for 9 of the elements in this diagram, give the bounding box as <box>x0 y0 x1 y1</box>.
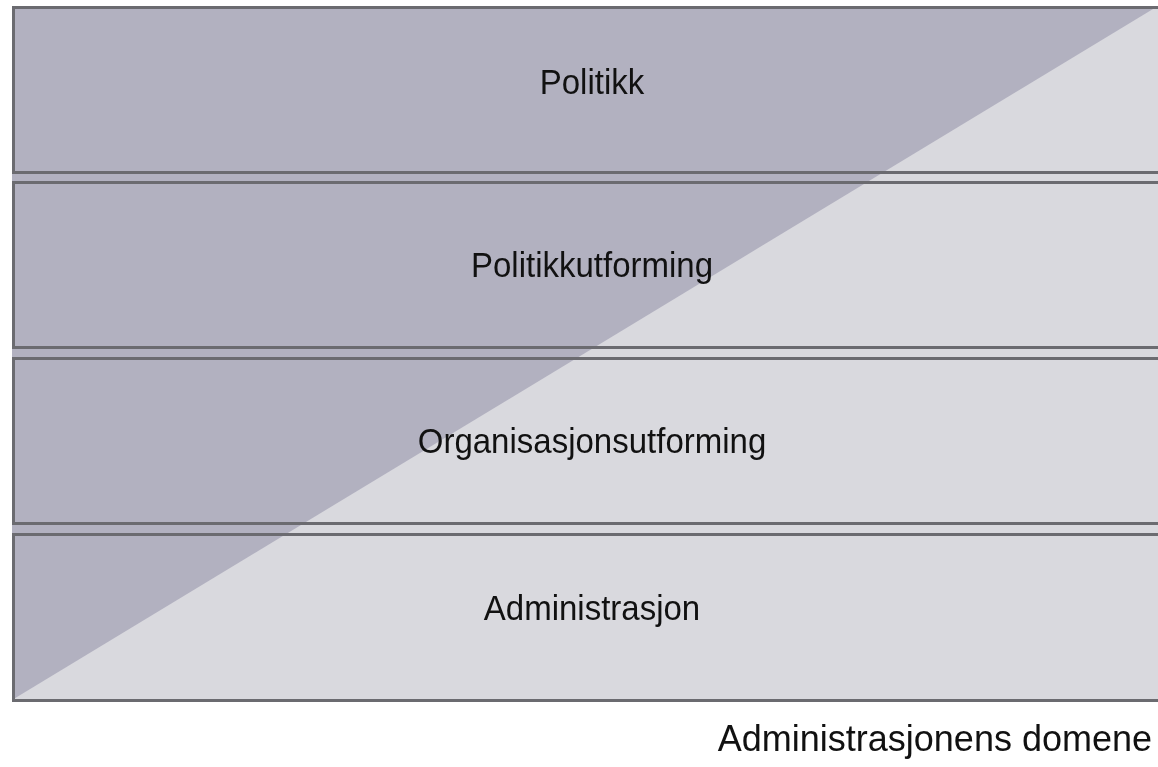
layer-label: Politikkutforming <box>470 244 714 286</box>
domain-label: Administrasjonens domene <box>717 718 1152 760</box>
layer-label: Organisasjonsutforming <box>417 420 767 462</box>
layer-label: Administrasjon <box>483 587 701 628</box>
layer-label: Politikk <box>539 61 645 103</box>
layer-band <box>12 357 1158 525</box>
layer-band <box>12 533 1158 702</box>
layer-band <box>12 181 1158 349</box>
layer-band <box>12 6 1158 174</box>
